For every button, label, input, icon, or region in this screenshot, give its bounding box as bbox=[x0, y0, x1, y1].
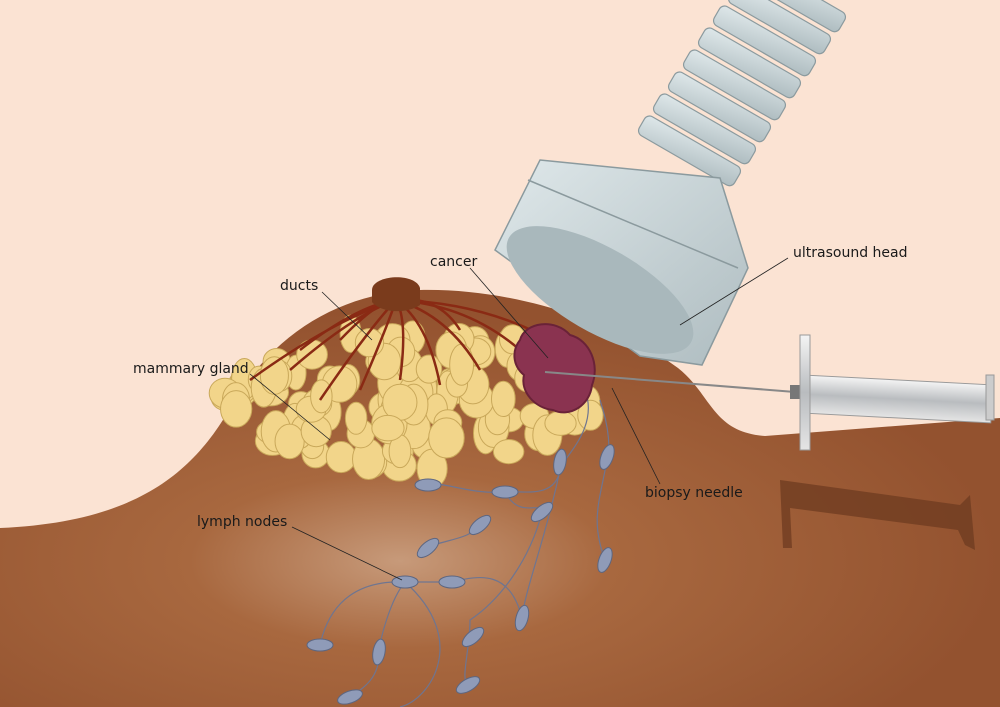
gland-lobule bbox=[325, 441, 357, 474]
label-lymph-nodes: lymph nodes bbox=[197, 514, 287, 530]
lymph-system bbox=[306, 389, 615, 707]
ultrasound-probe bbox=[494, 0, 847, 366]
gland-lobule bbox=[544, 410, 577, 436]
lymph-node bbox=[414, 478, 442, 492]
needle bbox=[544, 371, 796, 393]
label-mammary-gland: mammary gland bbox=[133, 361, 249, 377]
probe-rib bbox=[637, 115, 742, 187]
lymph-node bbox=[391, 575, 419, 589]
lymph-vessel bbox=[427, 389, 589, 493]
lymph-node bbox=[455, 676, 481, 694]
gland-lobule bbox=[220, 390, 253, 428]
lymph-node bbox=[530, 501, 554, 523]
lymph-vessel bbox=[464, 491, 543, 686]
probe-rib bbox=[712, 5, 817, 77]
lymph-node bbox=[306, 638, 334, 652]
probe-rib bbox=[727, 0, 832, 55]
gland-lobule bbox=[490, 380, 516, 418]
probe-face bbox=[506, 226, 694, 354]
lymph-node bbox=[337, 689, 363, 705]
probe-cable-neck bbox=[637, 0, 847, 187]
gland-lobule bbox=[274, 423, 305, 460]
lymph-vessel bbox=[319, 581, 406, 646]
probe-rib bbox=[742, 0, 847, 33]
gland-lobule bbox=[371, 414, 405, 442]
lymph-vessel bbox=[399, 581, 441, 707]
nipple bbox=[372, 277, 420, 312]
label-biopsy-needle: biopsy needle bbox=[645, 485, 743, 501]
lymph-node bbox=[599, 444, 615, 470]
lymph-node bbox=[461, 626, 485, 648]
gland-lobule bbox=[449, 343, 475, 386]
label-ultrasound-head: ultrasound head bbox=[793, 245, 907, 261]
lymph-node bbox=[553, 448, 567, 476]
gland-lobule bbox=[344, 401, 368, 435]
gland-lobule bbox=[428, 417, 465, 459]
lymph-node bbox=[597, 547, 613, 573]
label-cancer: cancer bbox=[430, 254, 477, 270]
lymph-node bbox=[372, 638, 386, 666]
lymph-node bbox=[491, 485, 519, 499]
syringe-shadow bbox=[780, 480, 975, 550]
probe-rib bbox=[682, 49, 787, 121]
lymph-node bbox=[416, 537, 440, 559]
mammary-gland bbox=[208, 314, 604, 489]
biopsy-syringe bbox=[544, 334, 995, 451]
lymph-node bbox=[468, 514, 492, 536]
gland-lobule bbox=[492, 439, 525, 465]
lymph-node bbox=[514, 604, 530, 632]
lymph-node bbox=[438, 575, 466, 589]
gland-lobule bbox=[577, 399, 604, 431]
probe-rib bbox=[667, 71, 772, 143]
label-ducts: ducts bbox=[280, 278, 318, 294]
probe-rib bbox=[652, 93, 757, 165]
tumor bbox=[513, 323, 596, 414]
probe-rib bbox=[697, 27, 802, 99]
syringe-flange bbox=[799, 334, 811, 451]
